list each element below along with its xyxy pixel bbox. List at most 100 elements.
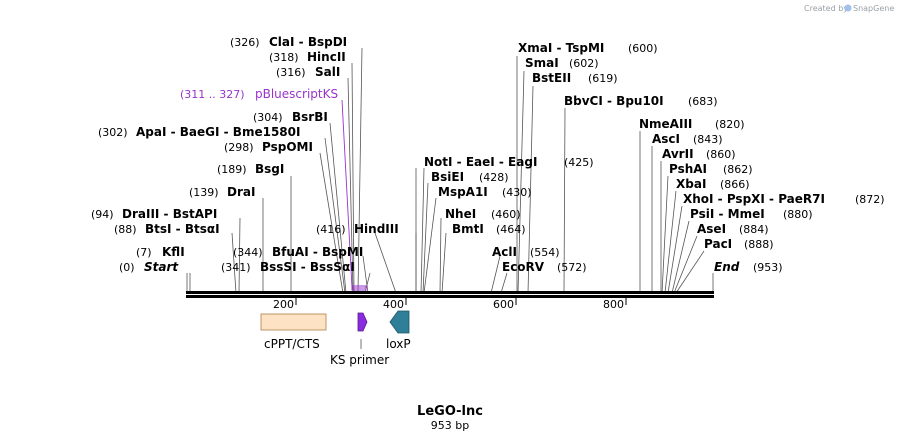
- site-asei[interactable]: AseI (884): [697, 222, 769, 236]
- site-position: (872): [855, 193, 885, 206]
- site-name: PspOMI: [262, 140, 313, 154]
- feature-loxp[interactable]: loxP: [386, 310, 411, 351]
- site-position: (619): [588, 72, 618, 85]
- site-bsiei[interactable]: BsiEI (428): [431, 170, 509, 184]
- site-position: (464): [496, 223, 526, 236]
- leader-lines: [186, 47, 714, 294]
- site-name: PacI: [704, 237, 732, 251]
- site-position: (843): [693, 133, 723, 146]
- site-position: (302): [98, 126, 128, 139]
- site-acli[interactable]: AclI (554): [492, 245, 560, 259]
- site-position: (344): [233, 246, 263, 259]
- site-psii[interactable]: PsiI - MmeI (880): [690, 207, 813, 221]
- site-name: BsgI: [255, 162, 284, 176]
- site-position: (862): [723, 163, 753, 176]
- site-noti[interactable]: NotI - EaeI - EagI (425): [424, 155, 594, 169]
- site-name: AclI: [492, 245, 517, 259]
- site-position: (860): [706, 148, 736, 161]
- plasmid-name: LeGO-lnc: [417, 404, 483, 419]
- site-position: (0): [119, 261, 135, 274]
- site-name: SalI: [315, 65, 340, 79]
- site-apai[interactable]: (302) ApaI - BaeGI - Bme1580I: [98, 125, 300, 139]
- site-position: (820): [715, 118, 745, 131]
- site-bfuai[interactable]: (344) BfuAI - BspMI: [233, 245, 363, 259]
- site-position: (880): [783, 208, 813, 221]
- site-position: (866): [720, 178, 750, 191]
- site-paci[interactable]: PacI (888): [704, 237, 774, 251]
- site-ecorv[interactable]: EcoRV (572): [502, 260, 587, 274]
- site-position: (139): [189, 186, 219, 199]
- site-asci[interactable]: AscI (843): [652, 132, 723, 146]
- site-name: BssSI - BssSαI: [260, 260, 355, 274]
- site-smai[interactable]: SmaI (602): [525, 56, 599, 70]
- site-draiii[interactable]: (94) DraIII - BstAPI: [91, 207, 217, 221]
- site-name: NotI - EaeI - EagI: [424, 155, 537, 169]
- site-bmti[interactable]: BmtI (464): [452, 222, 526, 236]
- site-start[interactable]: (0) Start: [119, 260, 179, 274]
- site-btsi[interactable]: (88) BtsI - BtsαI: [114, 222, 220, 236]
- site-sali[interactable]: (316) SalI: [276, 65, 340, 79]
- site-nhei[interactable]: NheI (460): [445, 207, 521, 221]
- backbone-bottom-strand: [186, 295, 714, 298]
- site-pshai[interactable]: PshAI (862): [669, 162, 753, 176]
- primer-range: (311 .. 327): [180, 88, 245, 101]
- site-position: (600): [628, 42, 658, 55]
- site-name: XmaI - TspMI: [518, 41, 604, 55]
- site-nmeaiii[interactable]: NmeAIII (820): [639, 117, 745, 131]
- site-xhoi[interactable]: XhoI - PspXI - PaeR7I (872): [683, 192, 885, 206]
- site-mspa1i[interactable]: MspA1I (430): [438, 185, 532, 199]
- site-avrii[interactable]: AvrII (860): [662, 147, 736, 161]
- site-position: (430): [502, 186, 532, 199]
- site-position: (341): [221, 261, 251, 274]
- primer-pbluescriptks[interactable]: (311 .. 327) pBluescriptKS: [180, 87, 338, 101]
- site-end[interactable]: End (953): [714, 260, 783, 274]
- site-position: (318): [269, 51, 299, 64]
- site-bbvci[interactable]: BbvCI - Bpu10I (683): [564, 94, 718, 108]
- site-position: (428): [479, 171, 509, 184]
- site-name: BmtI: [452, 222, 484, 236]
- site-name: BfuAI - BspMI: [272, 245, 363, 259]
- site-position: (304): [253, 111, 283, 124]
- site-name: EcoRV: [502, 260, 545, 274]
- snapgene-credit[interactable]: Created by SnapGene: [804, 4, 894, 13]
- site-name: NheI: [445, 207, 476, 221]
- site-position: (416): [316, 223, 346, 236]
- feature-label: KS primer: [330, 353, 389, 367]
- site-bsrbi[interactable]: (304) BsrBI: [253, 110, 328, 124]
- site-name: DraIII - BstAPI: [122, 207, 217, 221]
- site-hincii[interactable]: (318) HincII: [269, 50, 346, 64]
- site-clai[interactable]: (326) ClaI - BspDI: [230, 35, 347, 49]
- site-bsteii[interactable]: BstEII (619): [532, 71, 618, 85]
- site-name: HindIII: [354, 222, 399, 236]
- site-bsgi[interactable]: (189) BsgI: [217, 162, 284, 176]
- feature-label: cPPT/CTS: [264, 337, 320, 351]
- site-drai[interactable]: (139) DraI: [189, 185, 255, 199]
- plasmid-size: 953 bp: [431, 419, 469, 432]
- site-kfli[interactable]: (7) KflI: [136, 245, 185, 259]
- site-position: (572): [557, 261, 587, 274]
- feature-ks-primer[interactable]: KS primer: [330, 312, 389, 367]
- site-name: BsrBI: [292, 110, 328, 124]
- primer-binding-site[interactable]: [351, 285, 367, 291]
- site-position: (425): [564, 156, 594, 169]
- site-xmai[interactable]: XmaI - TspMI (600): [518, 41, 658, 55]
- site-pspomi[interactable]: (298) PspOMI: [224, 140, 313, 154]
- site-name: MspA1I: [438, 185, 488, 199]
- cppt-cts-box: [260, 313, 327, 331]
- site-name: AvrII: [662, 147, 694, 161]
- site-name: ClaI - BspDI: [269, 35, 347, 49]
- site-name: HincII: [307, 50, 346, 64]
- site-bsssi[interactable]: (341) BssSI - BssSαI: [221, 260, 355, 274]
- site-hindiii[interactable]: (416) HindIII: [316, 222, 399, 236]
- site-position: (326): [230, 36, 260, 49]
- ruler-tick-800: 800: [603, 298, 624, 311]
- site-xbai[interactable]: XbaI (866): [676, 177, 750, 191]
- credit-brand: SnapGene: [853, 4, 894, 13]
- site-name: BstEII: [532, 71, 571, 85]
- site-position: (460): [491, 208, 521, 221]
- feature-cppt-cts[interactable]: cPPT/CTS: [260, 313, 327, 351]
- site-position: (602): [569, 57, 599, 70]
- site-name: KflI: [162, 245, 185, 259]
- site-name: AscI: [652, 132, 680, 146]
